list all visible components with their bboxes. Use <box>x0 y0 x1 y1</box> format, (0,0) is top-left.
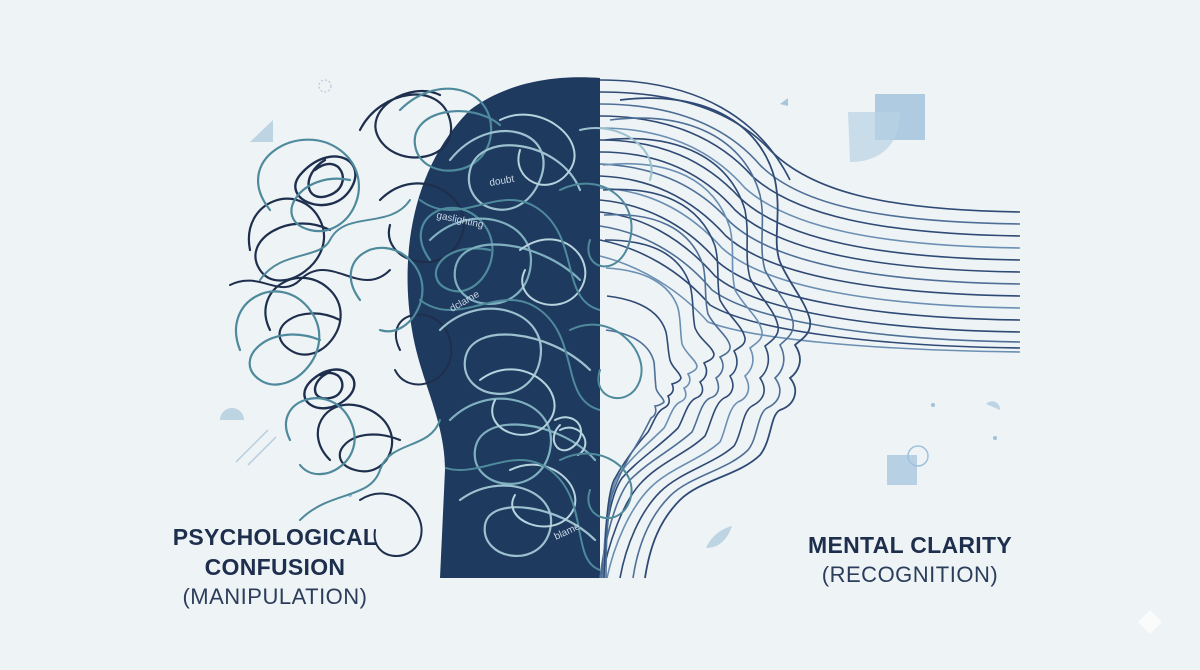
tangle-word: doubt <box>489 174 516 189</box>
caption-line: MENTAL CLARITY <box>808 532 1012 558</box>
clarity-caption: MENTAL CLARITY (RECOGNITION) <box>775 530 1045 590</box>
decorative-shapes <box>220 79 1162 634</box>
petal-shape <box>706 526 732 548</box>
leaf-shape <box>848 112 900 162</box>
confusion-caption: PSYCHOLOGICAL CONFUSION (MANIPULATION) <box>140 522 410 612</box>
caption-line: CONFUSION <box>204 554 346 580</box>
small-circle-shape <box>907 445 929 467</box>
clarity-lines <box>599 79 1021 579</box>
caption-subline: (MANIPULATION) <box>182 584 368 609</box>
triangle-shape <box>250 120 273 142</box>
tangled-lines <box>229 87 653 571</box>
half-circle-shape <box>220 408 244 420</box>
caption-subline: (RECOGNITION) <box>821 562 999 587</box>
caption-line: PSYCHOLOGICAL <box>172 524 378 550</box>
small-square-shape <box>887 455 917 485</box>
diagonal-line <box>235 429 269 463</box>
